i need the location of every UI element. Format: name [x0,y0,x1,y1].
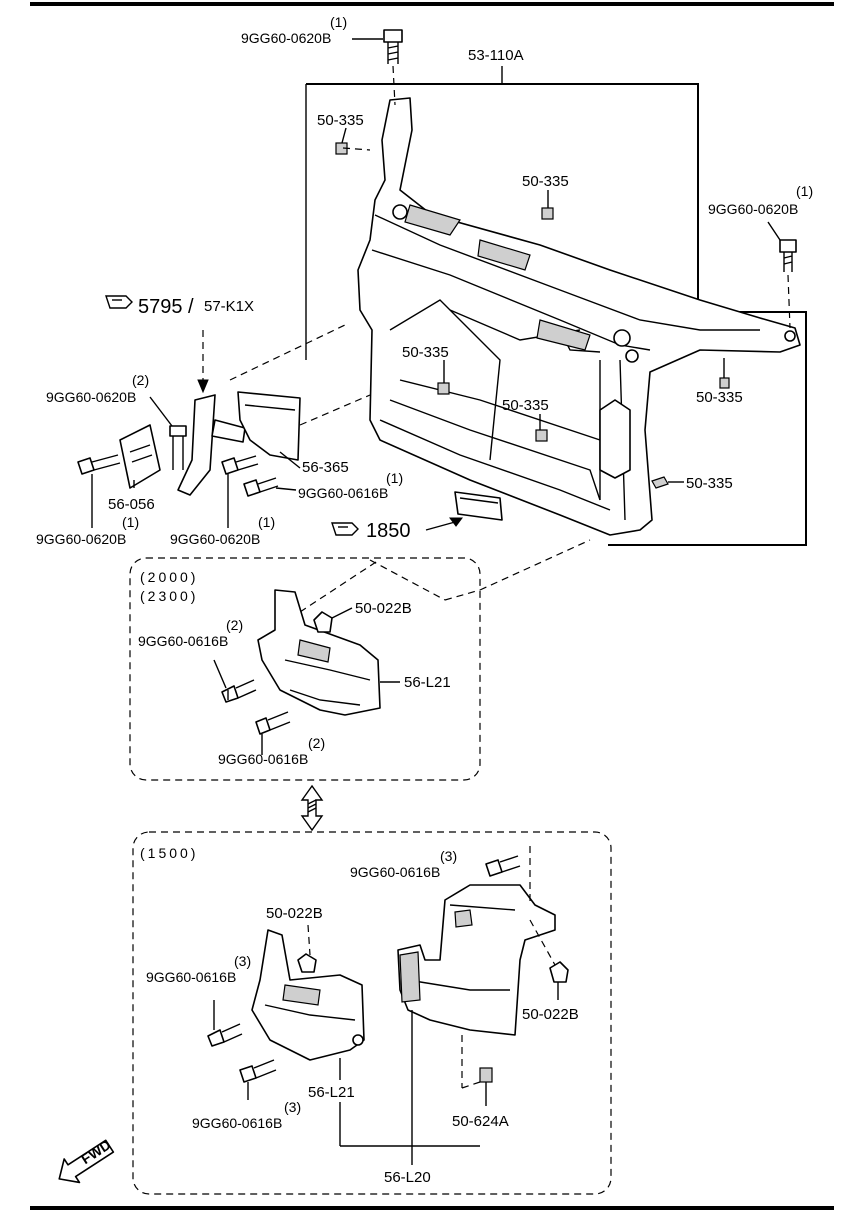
left-stay [177,394,246,496]
nut-a-label: 50-335 [317,112,364,129]
bolt-b1-label: 9GG60-0616B [350,864,440,880]
part-56365-label: 56-365 [302,459,349,476]
bolt-right-icon [779,239,797,272]
assembly-label: 53-110A [468,47,524,64]
bolt-top-label: 9GG60-0620B [241,30,331,46]
bolt-b3-qty: (3) [284,1099,301,1115]
bolt-mid-bot-qty: (1) [258,514,275,530]
ref-5795-label: 5795 [138,296,183,318]
bolts-a [221,679,291,735]
part-b1-label: 56-L21 [308,1084,355,1101]
bolt-top-qty: (1) [330,14,347,30]
nut-d-label: 50-335 [696,389,743,406]
clips-b [297,953,569,983]
nut-f-label: 50-335 [686,475,733,492]
ref-57k1x-label: 57-K1X [204,298,254,315]
ref-1850-label: 1850 [366,520,411,542]
bolt-0616-a-qty: (1) [386,470,403,486]
alternate-arrow-icon [300,784,324,832]
bolts-b [207,855,521,1083]
duct-56-L21-a [257,589,381,716]
bolt-b2-qty: (3) [234,953,251,969]
bolt-left-bot-label: 9GG60-0620B [36,531,126,547]
variant-a2-label: (2300) [140,588,198,604]
reference-hand-icon [331,522,359,536]
bolt-a1-label: 9GG60-0616B [138,633,228,649]
variant-a1-label: (2000) [140,569,198,585]
variant-box-2000-2300 [129,557,481,781]
reference-hand-icon [105,295,133,309]
part-56-365 [237,391,301,461]
bolt-a1-qty: (2) [226,617,243,633]
bolt-b2-label: 9GG60-0616B [146,969,236,985]
part-a-label: 56-L21 [404,674,451,691]
left-bracket-56-056 [119,424,161,489]
svg-text:/: / [188,296,194,318]
left-bolts [77,425,279,497]
clip-b2-label: 50-022B [522,1006,579,1023]
part-b3-label: 56-L20 [384,1169,431,1186]
bolt-left-top-label: 9GG60-0620B [46,389,136,405]
clip-b1-label: 50-022B [266,905,323,922]
bolt-a2-qty: (2) [308,735,325,751]
variant-b-label: (1500) [140,845,198,861]
variant-box-1500 [132,831,612,1195]
part-b2-label: 50-624A [452,1113,509,1130]
part-1850 [454,491,503,521]
bolt-right-qty: (1) [796,183,813,199]
assembly-bracket [306,83,807,546]
bolt-0616-a-label: 9GG60-0616B [298,485,388,501]
part-50-624A [479,1067,493,1083]
bolt-a2-label: 9GG60-0616B [218,751,308,767]
radiator-support-frame [357,97,801,536]
fwd-arrow-icon [58,1139,115,1184]
bolt-left-top-qty: (2) [132,372,149,388]
bolt-b1-qty: (3) [440,848,457,864]
nut-b-label: 50-335 [522,173,569,190]
nut-icons [335,142,730,489]
duct-56-L20 [397,884,556,1036]
part-56056-label: 56-056 [108,496,155,513]
clip-50-022B-a [313,611,333,633]
bolt-right-label: 9GG60-0620B [708,201,798,217]
nut-e-label: 50-335 [502,397,549,414]
clip-a-label: 50-022B [355,600,412,617]
bolt-mid-bot-label: 9GG60-0620B [170,531,260,547]
duct-56-L21-b [251,929,365,1061]
bolt-b3-label: 9GG60-0616B [192,1115,282,1131]
nut-c-label: 50-335 [402,344,449,361]
bolt-top-icon [383,29,403,64]
bolt-left-bot-qty: (1) [122,514,139,530]
